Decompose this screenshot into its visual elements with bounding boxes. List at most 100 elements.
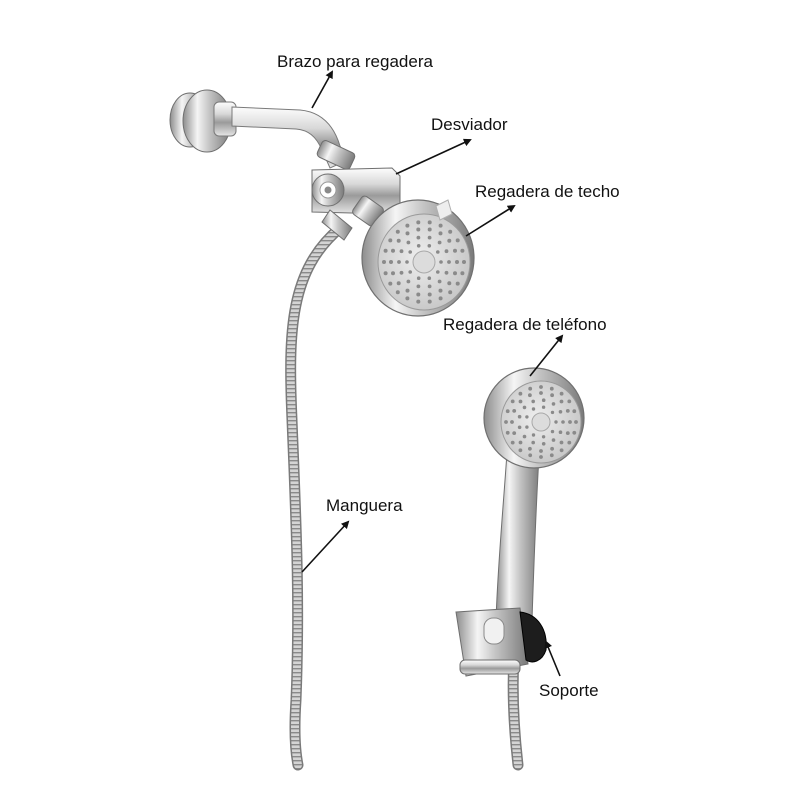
label-hand-shower: Regadera de teléfono [443,315,607,334]
nozzle [455,238,460,243]
nozzle [559,440,564,445]
nozzle [406,279,411,284]
nozzle [539,385,543,389]
nozzle [550,410,555,415]
nozzle [383,248,388,253]
nozzle [438,223,443,228]
label-diverter: Desviador [431,115,508,134]
nozzle [391,248,395,253]
label-shower-arm: Brazo para regadera [277,52,433,71]
nozzle [551,438,556,442]
ceiling-shower-head [361,199,475,317]
nozzle [504,420,508,424]
nozzle [462,260,466,264]
hand-shower [483,367,585,621]
nozzle [427,235,432,240]
nozzle [453,248,457,253]
nozzle [525,425,529,429]
nozzle [522,405,527,410]
nozzle [416,235,421,240]
nozzle [531,440,535,445]
nozzle [522,434,527,439]
nozzle [439,260,443,264]
nozzle [405,288,410,293]
nozzle [405,260,409,264]
nozzle [453,271,457,276]
label-hose: Manguera [326,496,403,515]
nozzle [436,270,440,274]
nozzle [549,453,554,458]
nozzle [574,420,578,424]
nozzle [416,244,421,248]
nozzle [565,409,570,413]
nozzle [399,249,404,254]
nozzle [567,440,572,445]
nozzle [539,455,543,459]
nozzle [388,238,393,243]
nozzle [572,409,577,414]
leader-ceiling-head [465,204,516,237]
nozzle [396,238,401,243]
nozzle [510,440,515,445]
nozzle [558,430,563,435]
nozzle [388,281,393,286]
nozzle [437,279,442,284]
nozzle [528,393,532,398]
nozzle [444,249,449,254]
nozzle [405,231,410,236]
nozzle [505,409,510,414]
nozzle [518,399,523,404]
nozzle [551,402,556,406]
nozzle [389,260,393,264]
nozzle [416,220,421,225]
nozzle [438,296,443,301]
nozzle [447,281,452,286]
nozzle [383,271,388,276]
nozzle [539,449,543,453]
shower-arm [169,89,356,170]
nozzle [531,407,536,411]
nozzle [517,425,522,430]
nozzle [531,399,535,404]
nozzle [436,250,440,254]
nozzle [455,281,460,286]
nozzle [447,238,452,243]
nozzle [517,414,522,419]
leader-diverter [395,138,472,175]
nozzle [518,448,523,453]
nozzle [438,231,443,236]
nozzle [550,429,555,434]
nozzle [406,240,411,245]
ceiling-head-nozzles [382,220,466,304]
nozzle [541,405,546,409]
nozzle [397,260,401,264]
nozzle [550,393,554,398]
nozzle [416,299,421,304]
nozzle [518,440,523,445]
nozzle [427,227,432,232]
nozzle [395,229,400,234]
nozzle [541,435,546,439]
nozzle [427,284,432,289]
leader-hand-shower [529,334,564,377]
nozzle [455,260,459,264]
nozzle [416,284,421,289]
nozzle [559,391,564,396]
nozzle [565,431,570,435]
nozzle [549,386,554,391]
nozzle [427,299,432,304]
nozzle [512,409,517,413]
nozzle [399,270,404,275]
nozzle [427,276,432,281]
nozzle [559,448,564,453]
hand-shower-nozzles [504,385,578,459]
nozzle [382,260,386,264]
nozzle [505,430,510,435]
nozzle [518,391,523,396]
nozzle [395,290,400,295]
nozzle [528,446,532,451]
nozzle [408,250,413,254]
nozzle [561,420,565,424]
